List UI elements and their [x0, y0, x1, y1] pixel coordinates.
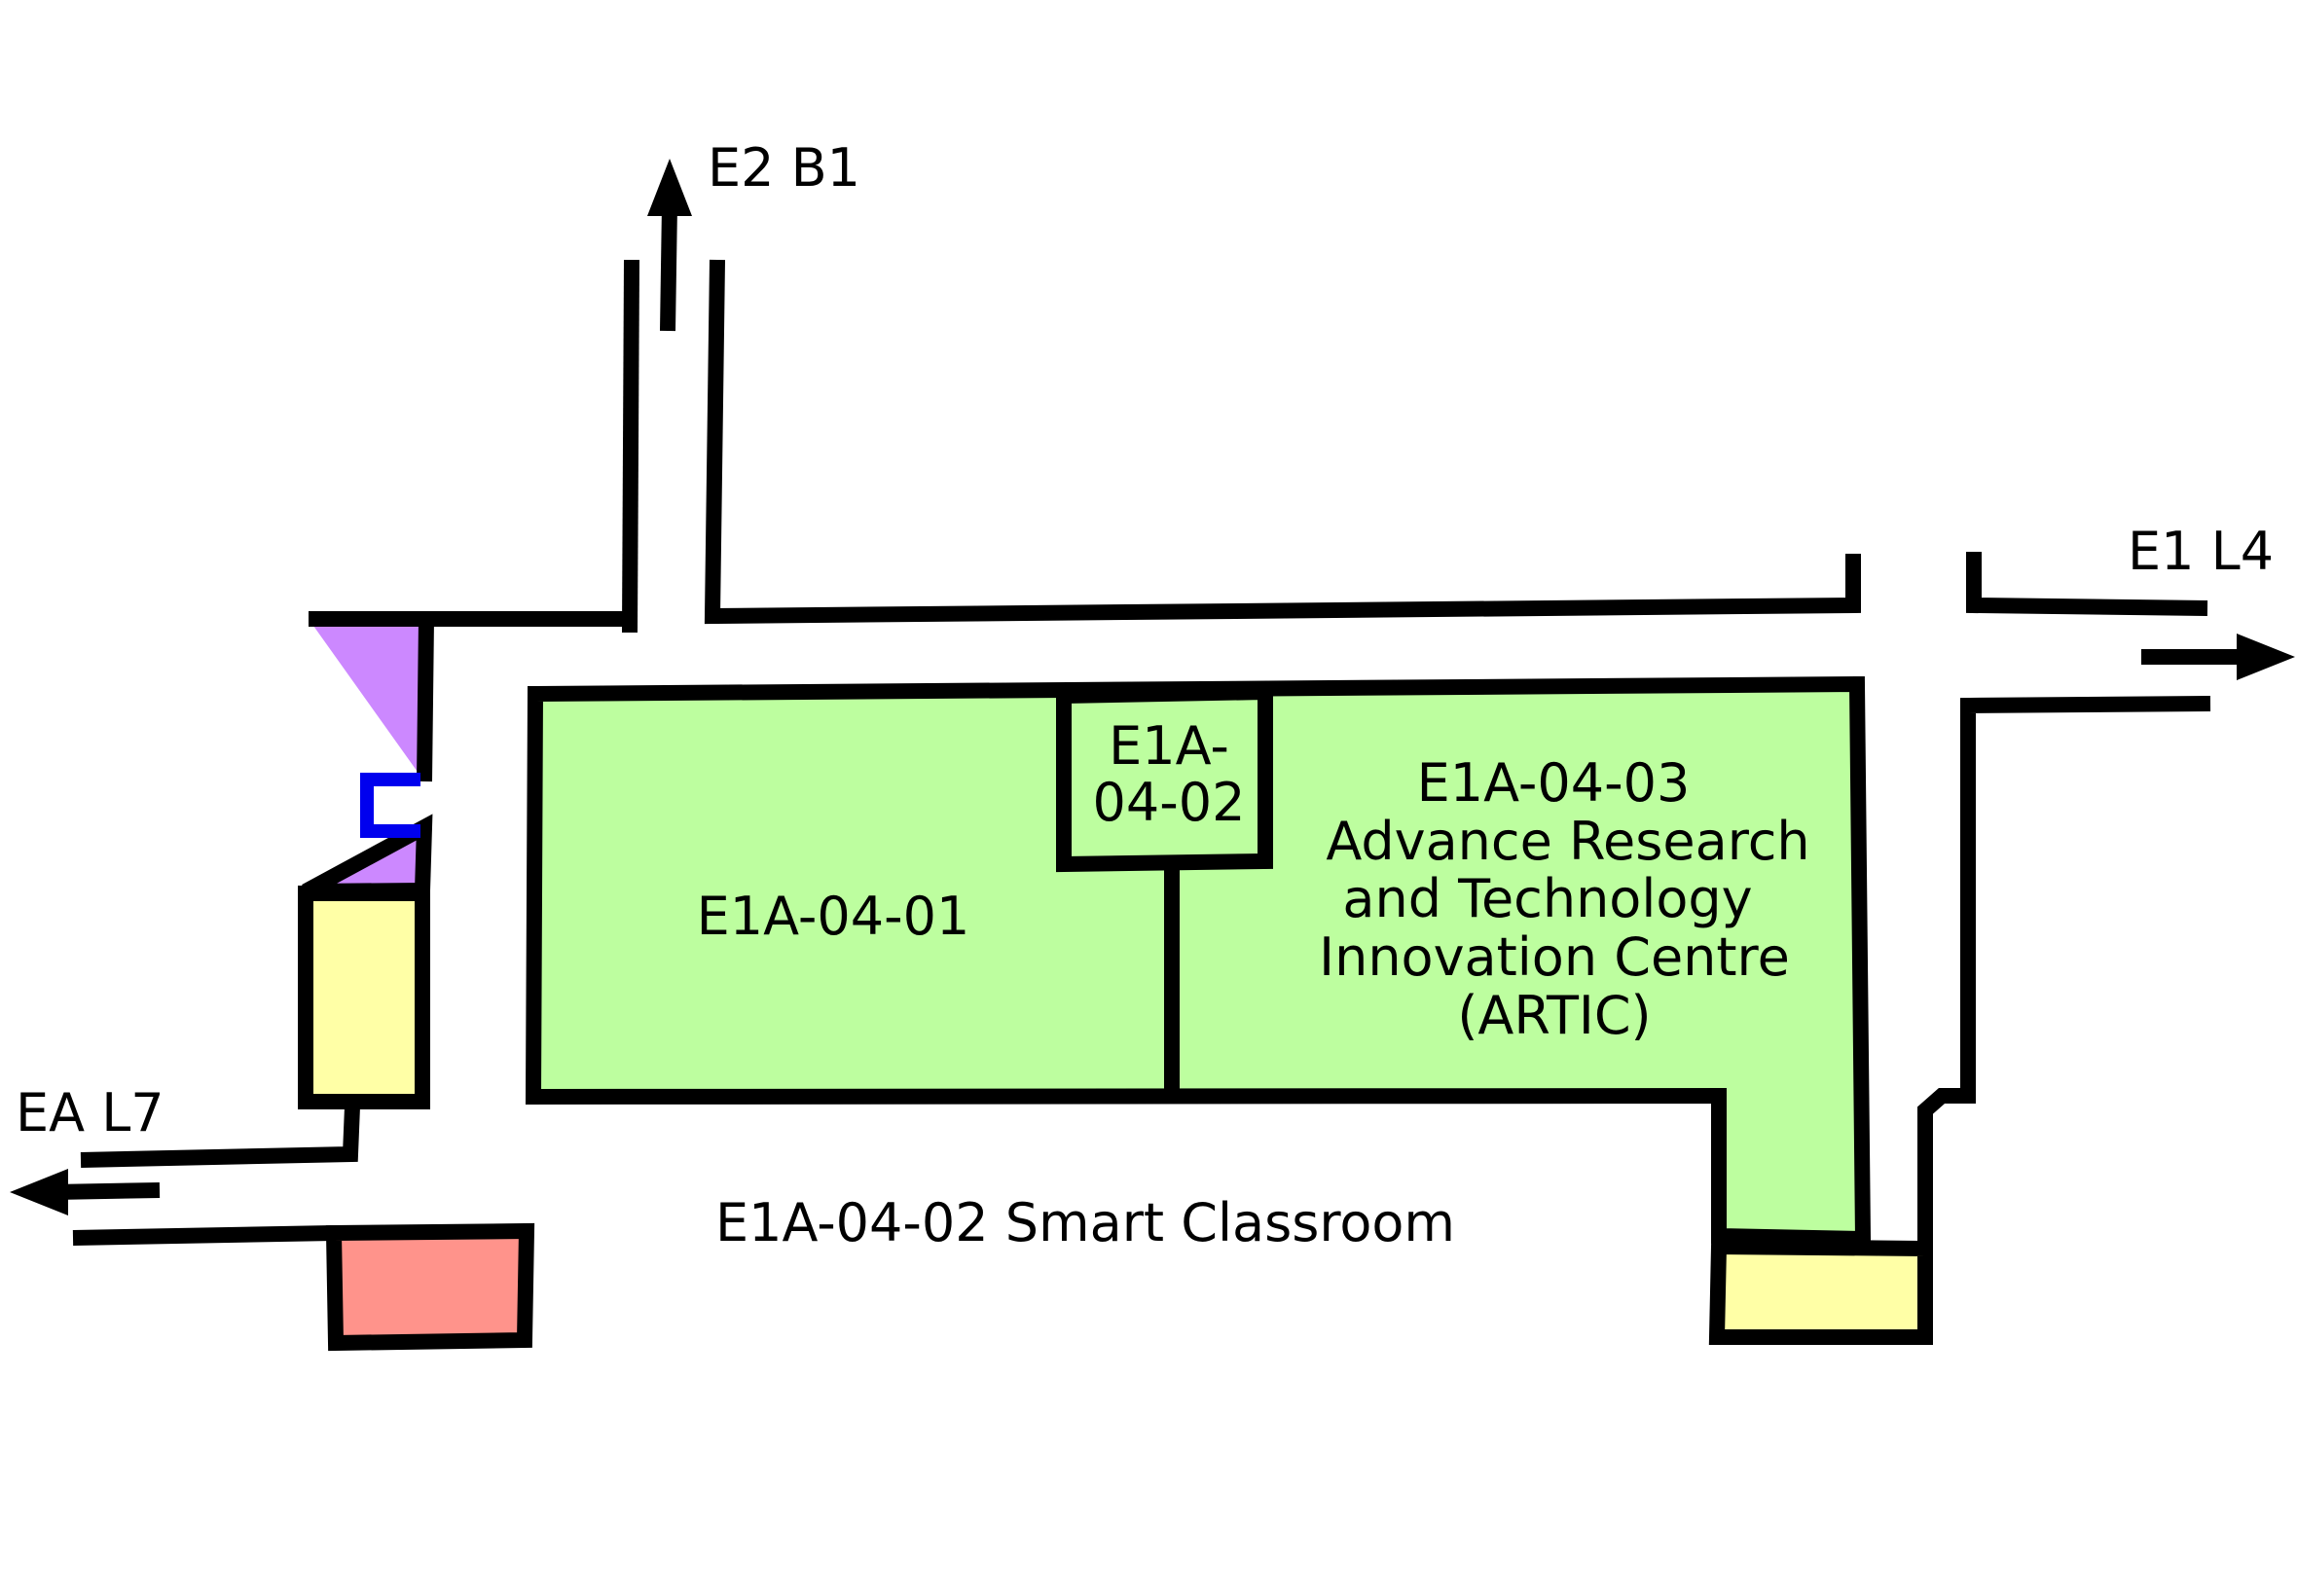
north-arrow-head-icon [647, 159, 692, 216]
north-corridor-right-wall [704, 259, 1861, 625]
north-corridor-left-wall [622, 259, 639, 634]
room-label-03: E1A-04-03 Advance Research and Technolog… [1319, 752, 1809, 1046]
yellow-room-east [1708, 1238, 1933, 1345]
north-arrow [647, 159, 692, 332]
room-label-03-line3: and Technology [1342, 868, 1752, 929]
blue-door [360, 773, 420, 838]
room-label-03-line1: E1A-04-03 [1417, 752, 1691, 814]
room-label-03-line4: Innovation Centre [1319, 926, 1790, 988]
west-corridor-upper-wall [80, 1106, 360, 1168]
yellow-room-west [298, 886, 430, 1109]
direction-label-north: E2 B1 [708, 137, 860, 199]
east-corridor-lower-wall [1917, 696, 2211, 1331]
room-02-box [1056, 683, 1273, 873]
room-label-03-line5: (ARTIC) [1457, 985, 1651, 1046]
corridor-label: E1A-04-02 Smart Classroom [715, 1192, 1455, 1253]
east-arrow [2141, 634, 2295, 680]
west-corridor-lower-wall [72, 1225, 335, 1246]
green-rooms-outline [525, 675, 1872, 1248]
room-label-02-line1: E1A- [1109, 715, 1229, 777]
room-label-03-line2: Advance Research [1326, 811, 1809, 872]
north-arrow-shaft [660, 203, 677, 332]
east-corridor-upper-wall [1966, 552, 2208, 616]
west-arrow [10, 1169, 161, 1215]
room-label-02: E1A- 04-02 [1093, 715, 1246, 833]
room-label-02-line2: 04-02 [1093, 772, 1246, 833]
west-arrow-head-icon [10, 1169, 68, 1215]
red-room [325, 1222, 535, 1352]
west-arrow-shaft [53, 1182, 161, 1200]
east-arrow-head-icon [2237, 634, 2295, 680]
purple-room-shape [302, 611, 435, 899]
room-label-01: E1A-04-01 [697, 886, 970, 947]
direction-label-east: E1 L4 [2128, 521, 2274, 582]
corridor-walls [72, 259, 2211, 1331]
purple-room [302, 611, 435, 899]
direction-label-west: EA L7 [16, 1082, 164, 1143]
green-room-block [525, 675, 1872, 1248]
